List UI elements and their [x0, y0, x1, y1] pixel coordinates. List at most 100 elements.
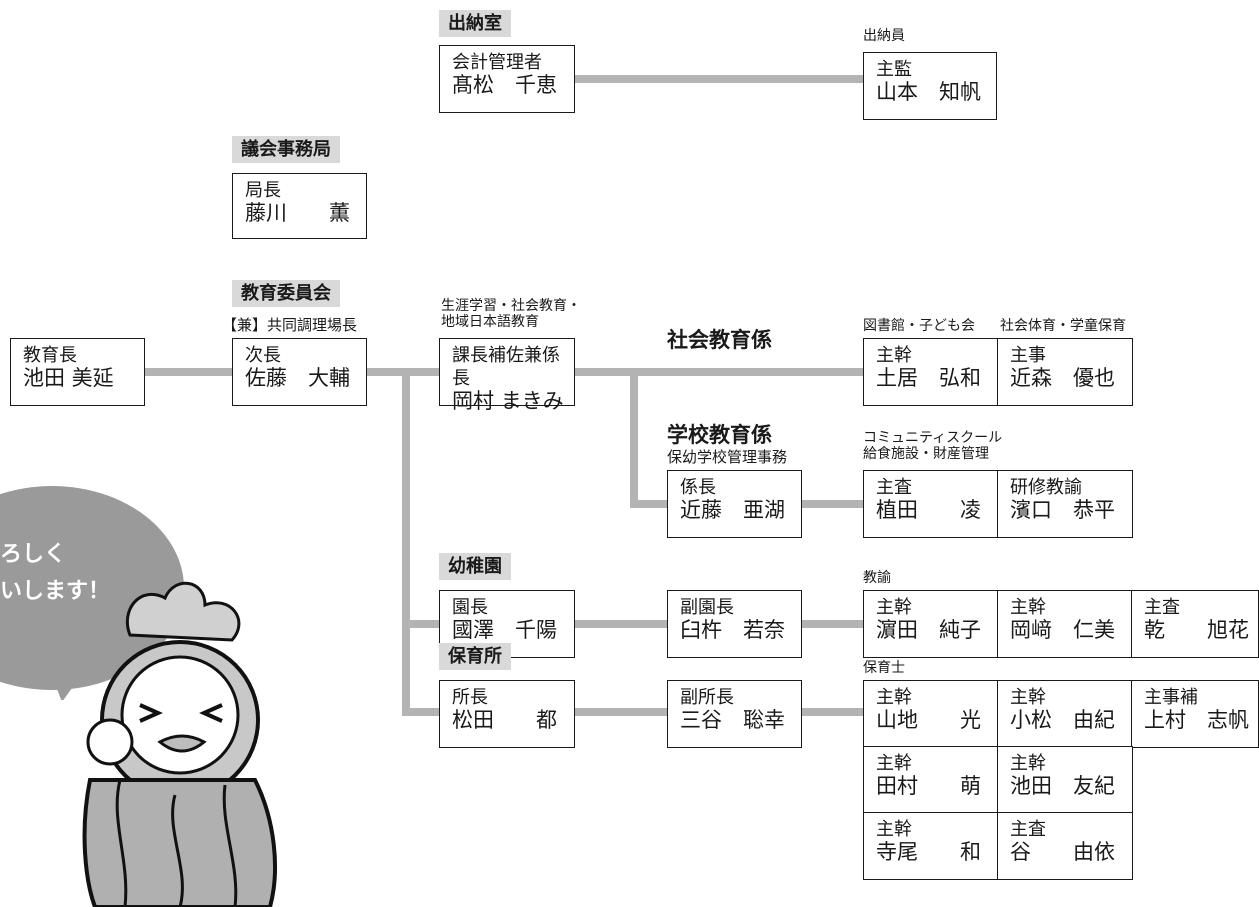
role: 課長補佐兼係長: [452, 345, 560, 389]
name: 臼杵 若奈: [680, 618, 785, 642]
school-sub: 保幼学校管理事務: [667, 448, 788, 466]
connector-branch-vertical: [630, 368, 638, 508]
social-caption-right: 社会体育・学童保育: [1000, 318, 1126, 334]
superintendent-box: 教育長 池田 美延: [10, 338, 145, 406]
name: 山本 知帆: [876, 80, 981, 104]
social-caption-left: 図書館・子ども会: [863, 318, 975, 334]
nursery-staff-2: 主幹 小松 由紀: [997, 680, 1133, 748]
connector-accounting: [575, 75, 863, 83]
speech-line-2: いします！: [0, 579, 110, 604]
name: 池田 友紀: [1010, 774, 1115, 798]
role: 主査: [1010, 819, 1046, 840]
name: 上村 志帆: [1144, 708, 1249, 732]
nursery-caption: 保育士: [863, 660, 905, 676]
nursery-vice-box: 副所長 三谷 聡幸: [667, 680, 802, 748]
kindergarten-staff-1: 主幹 濵田 純子: [863, 590, 999, 658]
name: 國澤 千陽: [452, 618, 557, 642]
accounting-staff-box: 主監 山本 知帆: [863, 52, 997, 120]
name: 松田 都: [452, 708, 557, 732]
speech-line-1: ろしく: [0, 542, 66, 567]
role: 会計管理者: [452, 52, 542, 73]
assembly-head-box: 局長 藤川 薫: [232, 173, 367, 239]
name: 髙松 千恵: [452, 73, 557, 97]
social-staff-1: 主幹 土居 弘和: [863, 338, 999, 406]
deputy-box: 次長 佐藤 大輔: [232, 338, 367, 406]
nursery-label: 保育所: [439, 643, 511, 670]
role: 主幹: [876, 345, 912, 366]
name: 乾 旭花: [1144, 618, 1249, 642]
school-caption: コミュニティスクール 給食施設・財産管理: [863, 430, 1003, 462]
manager-caption: 生涯学習・社会教育・ 地域日本語教育: [441, 298, 581, 330]
nursery-staff-7: 主査 谷 由依: [997, 812, 1133, 880]
connector-trunk-vertical: [402, 368, 410, 716]
name: 池田 美延: [23, 366, 114, 390]
connector-manager-staff: [575, 368, 863, 376]
nursery-staff-5: 主幹 池田 友紀: [997, 746, 1133, 814]
name: 佐藤 大輔: [245, 366, 350, 390]
connector-school-chief: [630, 500, 667, 508]
kindergarten-staff-2: 主幹 岡﨑 仁美: [997, 590, 1133, 658]
manager-box: 課長補佐兼係長 岡村 まきみ: [439, 338, 575, 413]
role: 園長: [452, 597, 488, 618]
kindergarten-staff-3: 主査 乾 旭花: [1131, 590, 1259, 658]
role: 主査: [876, 477, 912, 498]
role: 次長: [245, 345, 281, 366]
kindergarten-label: 幼稚園: [439, 553, 511, 580]
role: 主監: [876, 59, 912, 80]
connector-nursery-staff: [802, 708, 863, 716]
nursery-staff-3: 主事補 上村 志帆: [1131, 680, 1259, 748]
role: 主幹: [1010, 597, 1046, 618]
connector-kindergarten: [402, 620, 439, 628]
name: 田村 萌: [876, 774, 981, 798]
name: 藤川 薫: [245, 201, 350, 225]
role: 所長: [452, 687, 488, 708]
education-note: 【兼】共同調理場長: [222, 316, 358, 334]
name: 小松 由紀: [1010, 708, 1115, 732]
connector-nursery-vice: [575, 708, 667, 716]
role: 副所長: [680, 687, 734, 708]
connector-school-staff: [802, 500, 863, 508]
accounting-staff-caption: 出納員: [863, 28, 905, 44]
name: 近藤 亜湖: [680, 498, 785, 522]
role: 主幹: [876, 597, 912, 618]
name: 土居 弘和: [876, 366, 981, 390]
accounting-label: 出納室: [439, 10, 511, 37]
nursery-staff-4: 主幹 田村 萌: [863, 746, 999, 814]
role: 主幹: [876, 753, 912, 774]
assembly-label: 議会事務局: [232, 136, 340, 163]
school-label: 学校教育係: [667, 423, 772, 447]
social-label: 社会教育係: [667, 328, 772, 352]
role: 主幹: [876, 819, 912, 840]
connector-super-deputy: [145, 368, 232, 376]
name: 谷 由依: [1010, 840, 1115, 864]
role: 主幹: [1010, 687, 1046, 708]
kindergarten-vice-box: 副園長 臼杵 若奈: [667, 590, 802, 658]
accounting-head-box: 会計管理者 髙松 千恵: [439, 45, 575, 113]
kindergarten-caption: 教諭: [863, 570, 891, 586]
speech-bubble: ろしく いします！: [0, 486, 184, 700]
connector-nursery: [402, 708, 439, 716]
role: 主幹: [876, 687, 912, 708]
mascot-body: [82, 778, 277, 907]
name: 濱口 恭平: [1010, 498, 1115, 522]
school-chief-box: 係長 近藤 亜湖: [667, 470, 802, 538]
role: 副園長: [680, 597, 734, 618]
nursery-staff-1: 主幹 山地 光: [863, 680, 999, 748]
role: 局長: [245, 180, 281, 201]
name: 植田 凌: [876, 498, 981, 522]
nursery-staff-6: 主幹 寺尾 和: [863, 812, 999, 880]
role: 主査: [1144, 597, 1180, 618]
school-staff-1: 主査 植田 凌: [863, 470, 999, 538]
role: 主事: [1010, 345, 1046, 366]
connector-kindergarten-vice: [575, 620, 667, 628]
social-staff-2: 主事 近森 優也: [997, 338, 1133, 406]
name: 岡村 まきみ: [452, 389, 564, 413]
name: 寺尾 和: [876, 840, 981, 864]
name: 山地 光: [876, 708, 981, 732]
role: 主事補: [1144, 687, 1198, 708]
role: 教育長: [23, 345, 77, 366]
connector-kindergarten-staff: [802, 620, 863, 628]
education-label: 教育委員会: [232, 280, 340, 307]
nursery-head-box: 所長 松田 都: [439, 680, 575, 748]
role: 研修教諭: [1010, 477, 1082, 498]
